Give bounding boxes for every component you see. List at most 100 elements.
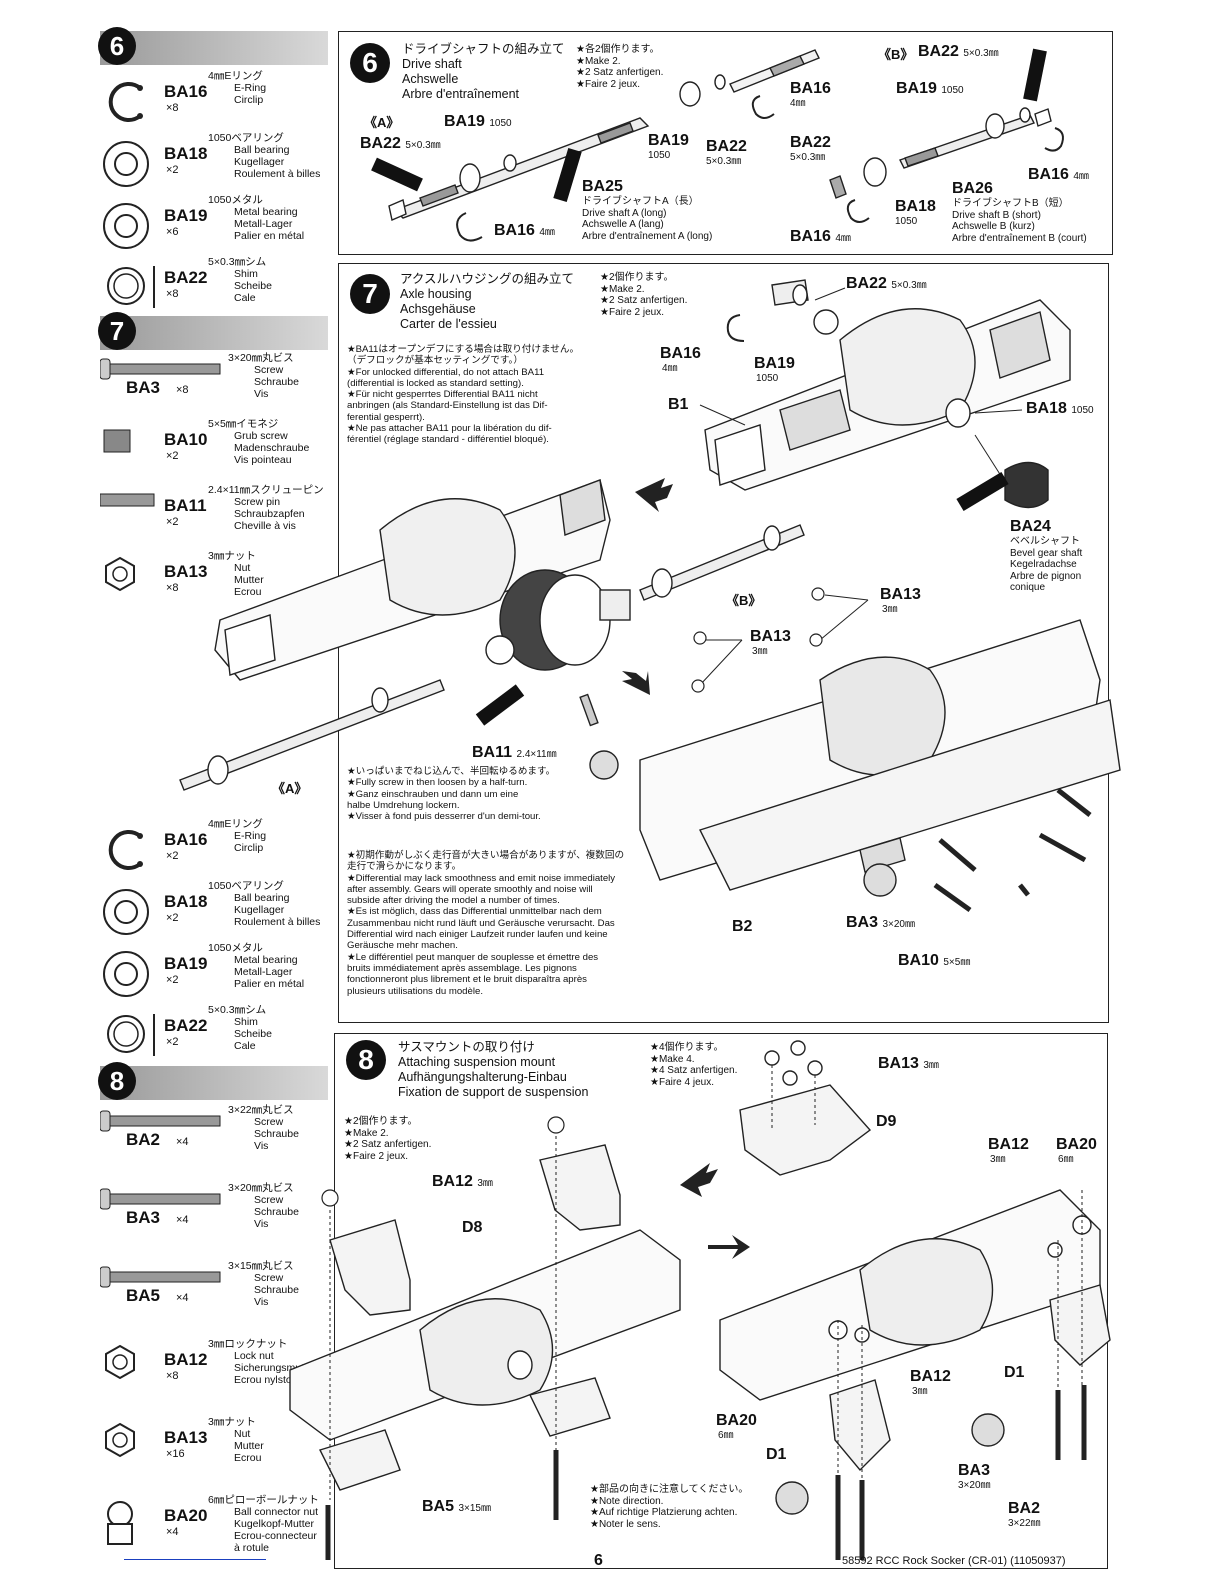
spec: 4㎜ <box>1073 171 1089 182</box>
note-line: Geräusche mehr machen. <box>347 940 458 952</box>
ba19-m-spec: 1050 <box>648 150 671 161</box>
part-name: 6㎜ピローボールナット <box>208 1494 319 1506</box>
title-en: Axle housing <box>400 287 472 301</box>
label-ba18-b: BA18 <box>895 198 936 215</box>
step7-note: ★2個作ります。 ★Make 2. ★2 Satz anfertigen. ★F… <box>600 272 687 318</box>
spec: 1050 <box>489 118 512 129</box>
step-number: 6 <box>98 27 136 65</box>
ba2-8-spec: 3×22㎜ <box>1008 1518 1041 1529</box>
note-line: halbe Umdrehung lockern. <box>347 799 460 811</box>
part-name: 3×22㎜丸ビス <box>228 1104 294 1116</box>
spec: 5×5㎜ <box>943 957 971 968</box>
label-ba5: BA5 3×15㎜ <box>422 1498 491 1516</box>
bearing-ring-icon <box>103 203 149 249</box>
desc-line: Drive shaft A (long) <box>582 207 667 219</box>
part-name: 5×5㎜イモネジ <box>208 418 279 430</box>
part-desc-line: Vis <box>254 1218 269 1230</box>
note-line: ★Auf richtige Platzierung achten. <box>590 1507 738 1518</box>
label-ba12-c: BA12 <box>910 1368 951 1385</box>
part-code: BA13 <box>164 1428 208 1447</box>
label-ba16-c: BA16 4㎜ <box>790 228 851 246</box>
desc-line: Arbre d'entraînement A (long) <box>582 230 713 242</box>
note-line: ★2個作ります。 <box>344 1116 418 1127</box>
part-code: BA18 <box>164 892 208 911</box>
note-line: ★Faire 2 jeux. <box>344 1150 408 1162</box>
part-desc-line: Screw <box>254 1194 284 1206</box>
title-fr: Fixation de support de suspension <box>398 1085 589 1099</box>
part-qty: ×8 <box>166 582 179 594</box>
step8-title: サスマウントの取り付け Attaching suspension mount A… <box>398 1040 588 1100</box>
part-desc-line: Ecrou <box>234 1452 262 1464</box>
footer-rule <box>124 1559 266 1560</box>
note-line: ★Fully screw in then loosen by a half-tu… <box>347 777 528 789</box>
part-desc-line: Vis pointeau <box>234 454 292 466</box>
note-line: subside after driving the model a number… <box>347 895 560 907</box>
ba24-desc: ベベルシャフト Bevel gear shaft Kegelradachse A… <box>1010 536 1082 594</box>
step6-note: ★各2個作ります。 ★Make 2. ★2 Satz anfertigen. ★… <box>576 44 663 90</box>
label-ba20-b: BA20 <box>716 1412 757 1429</box>
spec: 4㎜ <box>835 233 851 244</box>
label-ba12-b: BA12 <box>988 1136 1029 1153</box>
label-ba22-m: BA22 <box>706 138 747 155</box>
step7-diff-note: ★初期作動がしぶく走行音が大きい場合がありますが、複数回の走行で滑らかになります… <box>347 850 687 997</box>
part-desc-line: Screw <box>254 364 284 376</box>
part-name: 3×15㎜丸ビス <box>228 1260 294 1272</box>
note-line: fonctionneront plus librement et le brui… <box>347 974 587 986</box>
note-line: ★2個作ります。 <box>600 272 674 283</box>
label-b1: B1 <box>668 396 689 413</box>
note-line: ★いっぱいまでねじ込んで、半回転ゆるめます。 <box>347 766 556 777</box>
note-line: ★For unlocked differential, do not attac… <box>347 366 545 378</box>
nut-icon <box>105 556 135 592</box>
note-line: ★Es ist möglich, dass das Differential u… <box>347 906 602 918</box>
desc-line: ドライブシャフトB（短） <box>952 198 1069 209</box>
note-line: ★Ganz einschrauben und dann um eine <box>347 788 519 800</box>
label-ba22-b: BA22 5×0.3㎜ <box>918 43 999 61</box>
part-desc-line: Palier en métal <box>234 978 305 990</box>
note-line: 走行で滑らかになります。 <box>347 861 462 873</box>
part-desc-line: Cale <box>234 292 256 304</box>
label-ba3-8: BA3 <box>958 1462 991 1479</box>
part-desc-line: E-Ring <box>234 82 267 94</box>
ba13-b-spec: 3㎜ <box>752 646 768 657</box>
label-ba10: BA10 5×5㎜ <box>898 952 970 970</box>
nut-icon <box>105 1422 135 1458</box>
label-b2: B2 <box>732 918 753 935</box>
part-desc-line: Kugellager <box>234 156 285 168</box>
code: BA22 <box>846 275 887 292</box>
part-desc-line: Mutter <box>234 1440 264 1452</box>
note-line: anbringen (als Standard-Einstellung ist … <box>347 400 548 412</box>
part-desc-line: Ball connector nut <box>234 1506 319 1518</box>
part-qty: ×2 <box>166 450 179 462</box>
label-ba22-a: BA22 5×0.3㎜ <box>360 135 441 153</box>
part-desc-line: Nut <box>234 562 251 574</box>
part-qty: ×8 <box>176 384 189 396</box>
note-line: ★部品の向きに注意してください。 <box>590 1484 749 1495</box>
note-line: (differential is locked as standard sett… <box>347 377 524 389</box>
ball-connector-icon <box>107 1501 133 1545</box>
desc-line: Achswelle B (kurz) <box>952 221 1035 232</box>
label-ba11: BA11 2.4×11㎜ <box>472 744 557 762</box>
part-code: BA19 <box>164 954 208 973</box>
step-header-bar: 7 <box>98 312 328 350</box>
part-code: BA16 <box>164 830 208 849</box>
label-ba16-m: BA16 <box>790 80 831 97</box>
note-line: ★各2個作ります。 <box>576 44 660 55</box>
label-ba22: BA22 5×0.3㎜ <box>846 275 927 293</box>
part-name: 5×0.3㎜シム <box>208 1004 267 1016</box>
label-ba24: BA24 <box>1010 518 1051 535</box>
part-name: 1050ベアリング <box>208 880 284 892</box>
desc-line: Achswelle A (lang) <box>582 219 664 230</box>
part-desc-line: Shim <box>234 1016 258 1028</box>
ba18-b-spec: 1050 <box>895 216 918 227</box>
